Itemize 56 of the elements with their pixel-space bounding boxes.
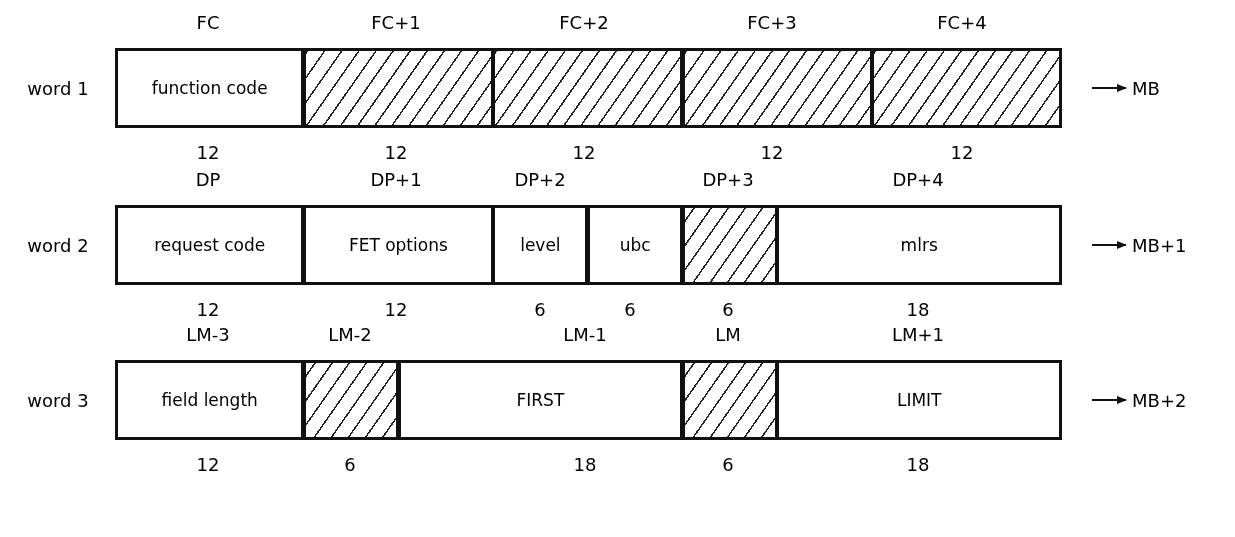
bit-width-label: 18 [906,298,930,320]
word-label: word 3 [27,389,89,411]
hatched-field [302,360,400,440]
record-field: request code [115,205,305,285]
bit-width-label: 6 [624,298,636,320]
arrow [1091,84,1127,92]
bit-width-label: 12 [384,141,408,163]
record-field: FIRST [397,360,684,440]
record-field: LIMIT [776,360,1062,440]
bit-width-label: 12 [196,453,220,475]
bit-width-label: 12 [760,141,784,163]
position-label: FC [196,11,220,33]
address-label: MB+2 [1132,389,1187,411]
record-field: function code [115,48,305,128]
word-label: word 2 [27,234,89,256]
bit-width-label: 12 [384,298,408,320]
hatched-field [492,48,684,128]
bit-width-label: 12 [196,298,220,320]
position-label: FC+2 [559,11,609,33]
hatched-field [681,48,873,128]
record-field: FET options [302,205,494,285]
bit-width-label: 6 [534,298,546,320]
position-label: FC+3 [747,11,797,33]
record-field: ubc [587,205,684,285]
record-field: field length [115,360,305,440]
bit-width-label: 18 [906,453,930,475]
bit-width-label: 6 [722,298,734,320]
hatched-field [681,205,778,285]
position-label: LM-1 [563,323,607,345]
position-label: LM-2 [328,323,372,345]
hatched-field [302,48,494,128]
bit-width-label: 6 [344,453,356,475]
record-field: level [492,205,589,285]
bit-width-label: 6 [722,453,734,475]
position-label: DP [195,168,221,190]
arrow [1091,241,1127,249]
word-label: word 1 [27,77,89,99]
record-field: mlrs [776,205,1062,285]
bit-width-label: 12 [196,141,220,163]
position-label: FC+4 [937,11,987,33]
position-label: DP+2 [514,168,566,190]
position-label: LM-3 [186,323,230,345]
address-label: MB [1132,77,1160,99]
bit-width-label: 12 [572,141,596,163]
position-label: DP+1 [370,168,422,190]
position-label: DP+4 [892,168,944,190]
arrow [1091,396,1127,404]
hatched-field [871,48,1062,128]
position-label: FC+1 [371,11,421,33]
position-label: LM+1 [891,323,945,345]
position-label: DP+3 [702,168,754,190]
hatched-field [681,360,778,440]
position-label: LM [715,323,741,345]
bit-width-label: 12 [950,141,974,163]
bit-width-label: 18 [573,453,597,475]
address-label: MB+1 [1132,234,1187,256]
